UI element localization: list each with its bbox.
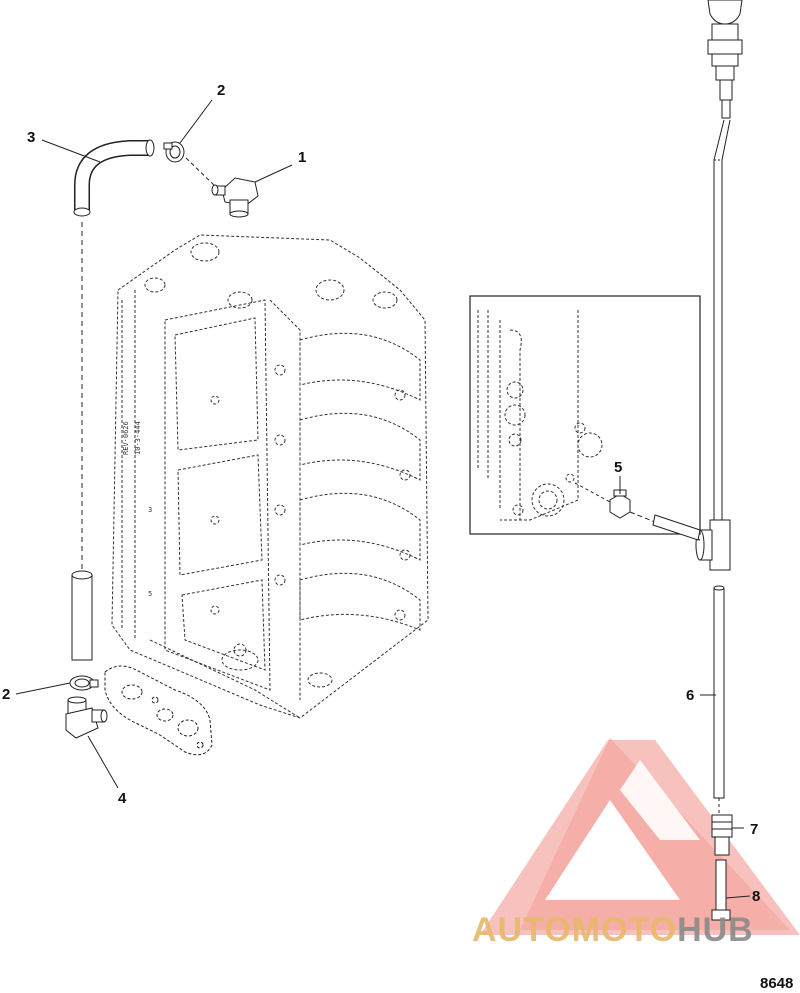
callout-4: 4 <box>118 790 127 807</box>
cylinder-block <box>111 234 429 719</box>
callout-1: 1 <box>298 149 306 166</box>
svg-text:REV·0626: REV·0626 <box>122 421 130 455</box>
callout-leaders <box>15 99 751 899</box>
hose-clamp-top-part2 <box>163 141 185 163</box>
block-stamp-5: 5 <box>148 590 152 598</box>
watermark-triangle-cut <box>620 760 700 840</box>
elbow-fitting-part4 <box>65 696 108 739</box>
watermark-text: AUTOMOTOHUB <box>472 911 754 949</box>
callout-8: 8 <box>752 888 760 905</box>
block-stamp-text: REV·0626 10-3-444 3 5 <box>122 421 152 598</box>
callout-3: 3 <box>27 129 35 146</box>
callout-2-top: 2 <box>217 82 225 99</box>
block-stamp-3: 3 <box>148 506 152 514</box>
svg-text:10-3-444: 10-3-444 <box>134 421 142 455</box>
hose-elbow-part3 <box>73 139 155 217</box>
dipstick-blade <box>713 119 731 520</box>
watermark-triangle-inner <box>545 800 680 900</box>
short-tube-to-tee <box>652 514 701 541</box>
hose-clamp-bottom-part2 <box>69 675 99 691</box>
callout-7: 7 <box>750 821 758 838</box>
hose-straight-lower <box>71 570 93 661</box>
detail-inset-frame <box>469 295 701 535</box>
detail-inset-block <box>477 310 603 521</box>
callout-5: 5 <box>614 459 622 476</box>
callout-2-bottom: 2 <box>2 686 10 703</box>
elbow-fitting-part1 <box>211 177 259 218</box>
watermark-text-hub: HUB <box>677 911 754 949</box>
svg-text:AUTOMOTOHUB: AUTOMOTOHUB <box>472 911 754 949</box>
leader-dashed-part5-to-block <box>574 482 611 503</box>
leader-dashed-part5-to-tee <box>629 511 701 541</box>
watermark-text-automoto: AUTOMOTO <box>472 911 677 949</box>
connector-part7 <box>711 814 733 856</box>
cover-plate <box>104 665 213 756</box>
dipstick-tube-tee <box>695 519 731 571</box>
figure-id: 8648 <box>760 975 793 992</box>
dipstick-tube-part6 <box>713 585 725 799</box>
leader-dashed-clamp-to-fitting <box>185 157 216 187</box>
dipstick-handle <box>707 0 743 119</box>
callout-6: 6 <box>686 687 694 704</box>
fitting-part8 <box>711 859 731 921</box>
